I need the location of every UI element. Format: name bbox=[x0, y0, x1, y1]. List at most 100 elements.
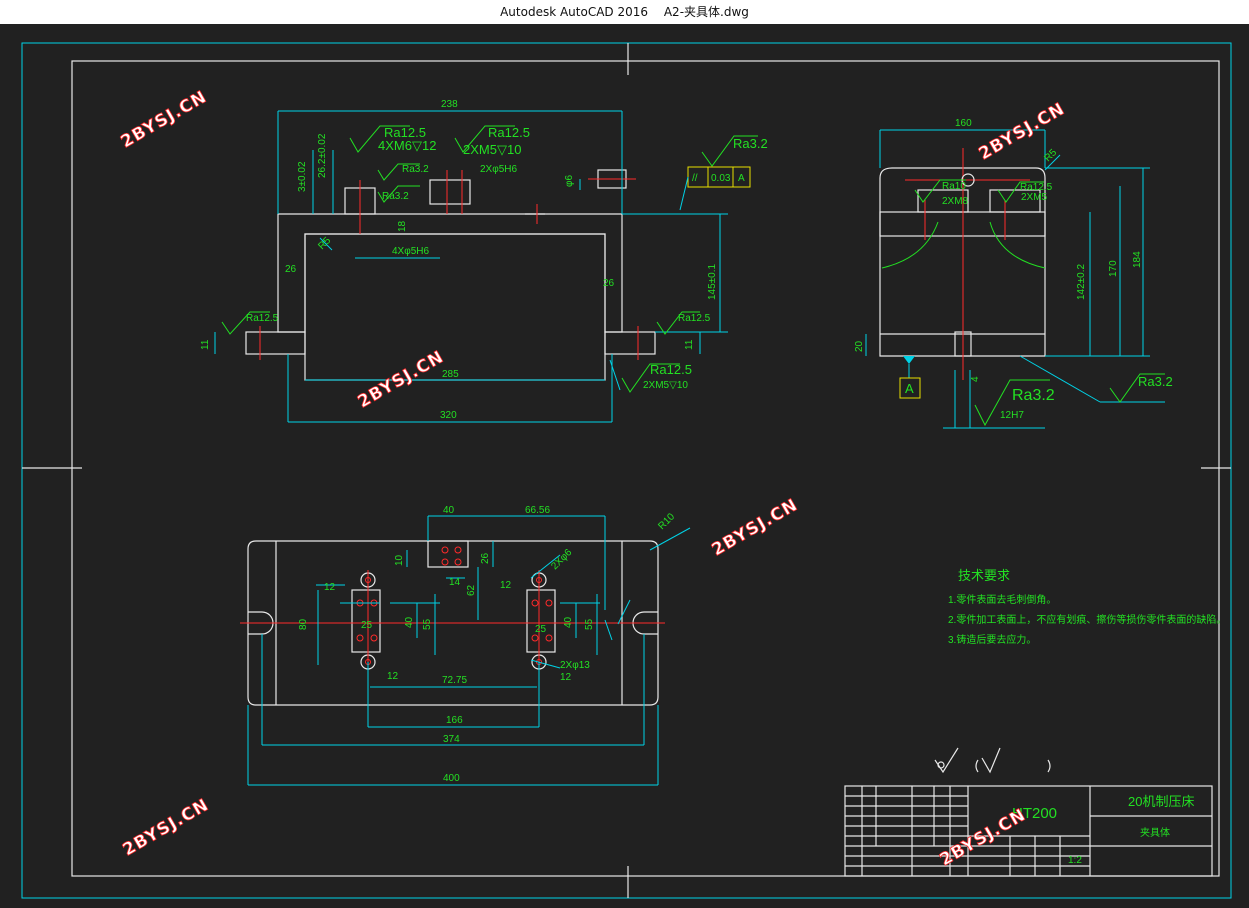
note-2xm5-b: 2XM5▽10 bbox=[643, 380, 688, 391]
plan-dim-26: 26 bbox=[480, 552, 491, 564]
plan-dim-40-a: 40 bbox=[404, 616, 415, 628]
plan-dim-374: 374 bbox=[443, 734, 460, 745]
plan-dim-12-a: 12 bbox=[324, 582, 336, 593]
ra12-5-c: Ra12.5 bbox=[246, 313, 279, 324]
tech-req-item-1: 1.零件表面去毛刺倒角。 bbox=[948, 593, 1056, 606]
app-name: Autodesk AutoCAD 2016 bbox=[500, 5, 649, 19]
plan-dim-400: 400 bbox=[443, 773, 460, 784]
plan-dim-62: 62 bbox=[466, 584, 477, 596]
watermark-1: 2BYSJ.CN bbox=[118, 87, 211, 152]
side-dim-4: 4 bbox=[970, 376, 981, 382]
front-right-flange bbox=[604, 331, 656, 355]
plan-dim-r10: R10 bbox=[656, 511, 677, 532]
side-dim-184: 184 bbox=[1132, 251, 1143, 268]
plan-dim-10: 10 bbox=[394, 554, 405, 566]
front-top-boss-mid bbox=[429, 179, 471, 205]
side-dim-170: 170 bbox=[1108, 260, 1119, 277]
front-cavity bbox=[304, 233, 606, 381]
title-material: HT200 bbox=[1012, 805, 1057, 822]
side-ra-big: Ra3.2 bbox=[1012, 387, 1055, 404]
tech-req-item-2: 2.零件加工表面上，不应有划痕、擦伤等损伤零件表面的缺陷。 bbox=[948, 613, 1226, 626]
dim-26-left: 26 bbox=[285, 264, 297, 275]
dim-3: 3±0.02 bbox=[297, 161, 308, 192]
plan-dim-12-b: 12 bbox=[500, 580, 512, 591]
drawing-canvas[interactable]: 238 285 320 26 26 145±0.1 3±0.02 26.2±0.… bbox=[0, 24, 1249, 908]
plan-dim-12-d: 12 bbox=[560, 672, 572, 683]
ra3-2-b: Ra3.2 bbox=[382, 191, 409, 202]
dim-145: 145±0.1 bbox=[707, 263, 718, 300]
ra12-5-d: Ra12.5 bbox=[678, 313, 711, 324]
watermarks: 2BYSJ.CN 2BYSJ.CN 2BYSJ.CN 2BYSJ.CN 2BYS… bbox=[117, 87, 1069, 871]
title-block: HT200 20机制压床 夹具体 1:2 bbox=[844, 785, 1213, 877]
plan-dim-25-a: 25 bbox=[361, 620, 373, 631]
side-dim-160: 160 bbox=[955, 118, 972, 129]
side-note-12h7: 12H7 bbox=[1000, 410, 1024, 421]
dim-11-right: 11 bbox=[684, 339, 695, 350]
side-ra-right: Ra3.2 bbox=[1138, 374, 1173, 389]
front-left-flange bbox=[245, 331, 306, 355]
side-view[interactable]: 160 170 184 142±0.2 20 4 R5 A Ra3.2 Ra3.… bbox=[854, 118, 1173, 429]
front-center-lines bbox=[259, 170, 639, 360]
dim-26-right: 26 bbox=[603, 278, 615, 289]
side-center-lines bbox=[905, 148, 1030, 380]
side-datum bbox=[899, 356, 921, 399]
front-dim-lines bbox=[214, 110, 728, 423]
note-2xm5: 2XM5▽10 bbox=[463, 142, 521, 157]
side-datum-label: A bbox=[905, 381, 914, 396]
file-name: A2-夹具体.dwg bbox=[663, 5, 749, 19]
gtol-symbol: // bbox=[692, 173, 698, 184]
plan-dim-40-b: 40 bbox=[563, 616, 574, 628]
side-dim-20: 20 bbox=[854, 340, 865, 352]
plan-outline bbox=[247, 540, 659, 706]
plan-dim-40: 40 bbox=[443, 505, 455, 516]
ra12-5-a: Ra12.5 bbox=[384, 125, 426, 140]
plan-dim-80: 80 bbox=[298, 618, 309, 630]
plan-dim-12-c: 12 bbox=[387, 671, 399, 682]
note-4xm6: 4XM6▽12 bbox=[378, 138, 436, 153]
drawing-svg[interactable]: 238 285 320 26 26 145±0.1 3±0.02 26.2±0.… bbox=[0, 24, 1249, 908]
note-4xphi5: 4Xφ5H6 bbox=[392, 246, 429, 257]
side-note-2xm5: 2XM5 bbox=[1021, 192, 1048, 203]
front-body-section bbox=[277, 213, 623, 333]
side-ra-inner-r: Ra12.5 bbox=[1020, 182, 1053, 193]
general-roughness-mark bbox=[934, 747, 1051, 774]
title-project: 20机制压床 bbox=[1128, 794, 1194, 809]
ra12-5-e: Ra12.5 bbox=[650, 362, 692, 377]
plan-dim-55-b: 55 bbox=[584, 618, 595, 630]
ra3-2-c: Ra3.2 bbox=[733, 136, 768, 151]
side-ra-inner-l: Ra10 bbox=[942, 181, 966, 192]
note-2xphi5: 2Xφ5H6 bbox=[480, 164, 517, 175]
plan-dim-14: 14 bbox=[449, 577, 461, 588]
plan-dim-25-b: 25 bbox=[535, 624, 547, 635]
plan-dim-lines bbox=[247, 515, 691, 786]
side-note-2xm8: 2XM8 bbox=[942, 196, 969, 207]
technical-requirements: 技术要求 1.零件表面去毛刺倒角。 2.零件加工表面上，不应有划痕、擦伤等损伤零… bbox=[948, 568, 1226, 646]
plan-view[interactable]: 40 66.56 10 26 14 62 12 12 12 12 80 25 4… bbox=[240, 505, 691, 786]
side-break-right bbox=[989, 221, 1046, 269]
dim-26-2: 26.2±0.02 bbox=[317, 133, 328, 178]
outer-sheet-border bbox=[21, 42, 1232, 899]
ra12-5-b: Ra12.5 bbox=[488, 125, 530, 140]
plan-dim-66-56: 66.56 bbox=[525, 505, 550, 516]
dim-285: 285 bbox=[442, 369, 459, 380]
plan-dim-55-a: 55 bbox=[422, 618, 433, 630]
plan-note-2xphi6: 2Xφ6 bbox=[549, 547, 574, 572]
gtol-datum: A bbox=[738, 173, 745, 184]
watermark-4: 2BYSJ.CN bbox=[709, 495, 802, 560]
title-scale: 1:2 bbox=[1068, 855, 1082, 866]
gtol-value: 0.03 bbox=[711, 173, 731, 184]
dim-238: 238 bbox=[441, 99, 458, 110]
dim-11-left: 11 bbox=[200, 339, 211, 350]
side-break-left bbox=[881, 221, 939, 269]
front-view[interactable]: 238 285 320 26 26 145±0.1 3±0.02 26.2±0.… bbox=[200, 99, 768, 423]
plan-note-2xphi13: 2Xφ13 bbox=[560, 660, 590, 671]
plan-holes bbox=[240, 546, 665, 675]
title-part-name: 夹具体 bbox=[1140, 826, 1170, 839]
center-marks bbox=[22, 43, 1231, 898]
tech-req-item-3: 3.铸造后要去应力。 bbox=[948, 633, 1036, 646]
gtol-frame bbox=[679, 166, 751, 211]
side-dim-lines bbox=[865, 129, 1165, 429]
dim-phi6: φ6 bbox=[564, 175, 575, 187]
tech-req-heading: 技术要求 bbox=[958, 568, 1010, 583]
window-title-bar: Autodesk AutoCAD 2016 A2-夹具体.dwg bbox=[0, 0, 1249, 24]
